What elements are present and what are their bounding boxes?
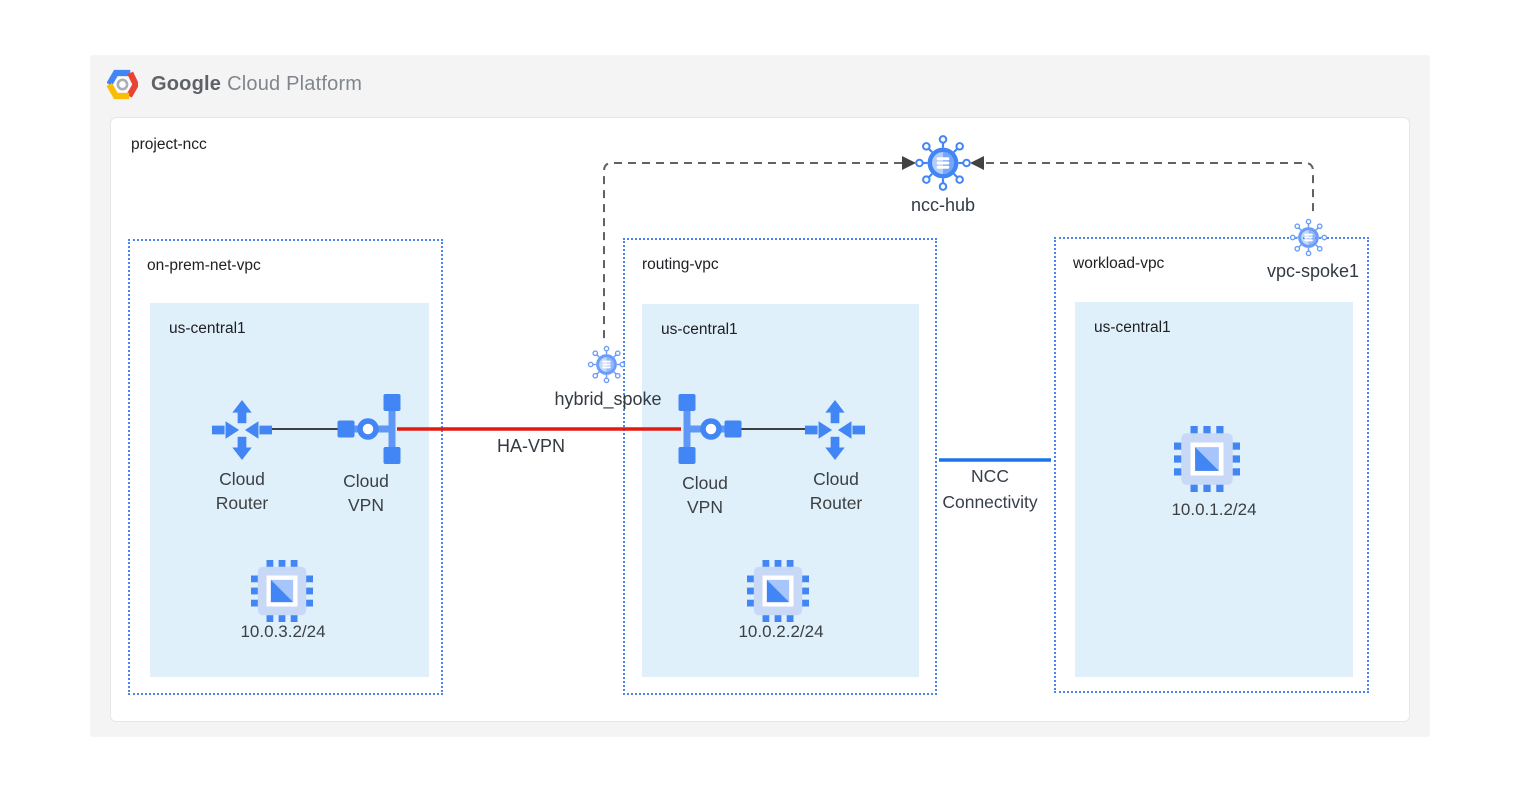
ncc-spoke-icon-hybrid — [587, 345, 626, 384]
vpc-box-workload-vpc: workload-vpc us-central1 — [1054, 237, 1369, 693]
region-name-label: us-central1 — [1094, 319, 1171, 336]
compute-engine-vm-icon — [747, 560, 809, 622]
compute-engine-vm-icon — [251, 560, 313, 622]
region-box-us-central1: us-central1 — [1075, 302, 1353, 677]
region-name-label: us-central1 — [169, 320, 246, 337]
ncc-spoke-icon-vpc-spoke1 — [1289, 218, 1328, 257]
cloud-vpn-label: Cloud VPN — [682, 473, 728, 517]
cloud-router-label: Cloud Router — [215, 469, 269, 513]
gcp-hexagon-icon — [107, 69, 138, 100]
vm-ip-label: 10.0.1.2/24 — [1171, 500, 1257, 519]
vm-ip-label: 10.0.2.2/24 — [738, 622, 824, 641]
cloud-router-icon — [804, 399, 866, 461]
brand-google: Google — [151, 73, 222, 95]
ncc-hub-label: ncc-hub — [910, 195, 976, 215]
brand-cloud-platform: Cloud Platform — [227, 73, 363, 95]
hybrid-spoke-label: hybrid_spoke — [554, 389, 662, 409]
cloud-router-icon — [211, 399, 273, 461]
cloud-vpn-label: Cloud VPN — [343, 471, 389, 515]
ncc-connectivity-label: NCC Connectivity — [942, 466, 1038, 512]
ha-vpn-label: HA-VPN — [496, 436, 566, 456]
vpc-name-label: on-prem-net-vpc — [147, 257, 261, 274]
region-name-label: us-central1 — [661, 321, 738, 338]
vm-ip-label: 10.0.3.2/24 — [240, 622, 326, 641]
vpc-spoke1-label: vpc-spoke1 — [1266, 261, 1360, 281]
compute-engine-vm-icon — [1174, 426, 1240, 492]
cloud-vpn-icon — [678, 394, 742, 464]
vpc-name-label: workload-vpc — [1073, 255, 1165, 272]
ncc-hub-icon — [914, 134, 972, 192]
vpc-name-label: routing-vpc — [642, 256, 719, 273]
cloud-router-label: Cloud Router — [809, 469, 863, 513]
project-label: project-ncc — [131, 136, 207, 153]
cloud-vpn-icon — [337, 394, 401, 464]
